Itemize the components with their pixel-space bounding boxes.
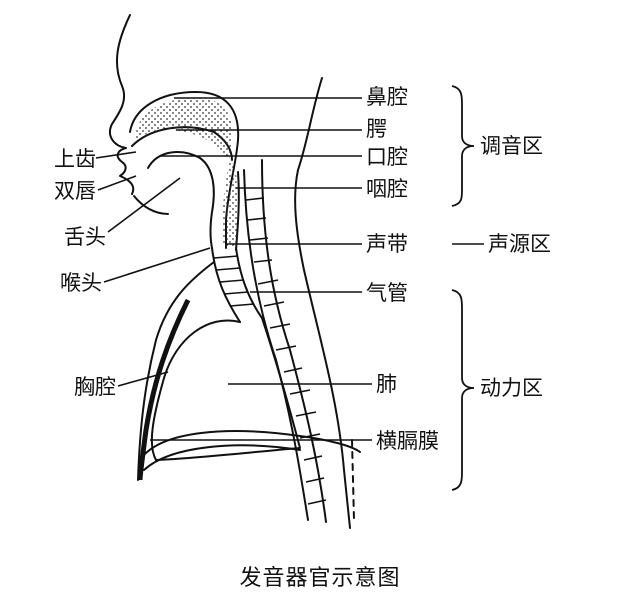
label-oral-cavity: 口腔	[366, 145, 408, 169]
lung-outline	[150, 317, 301, 461]
spine-back	[261, 159, 327, 523]
label-larynx: 喉头	[60, 271, 102, 295]
diagram-caption: 发音器官示意图	[239, 566, 401, 591]
back-dashed	[351, 439, 355, 521]
spine-front	[243, 169, 309, 521]
label-nasal-cavity: 鼻腔	[366, 85, 408, 109]
leader-larynx	[103, 247, 211, 283]
leader-lips	[97, 175, 137, 191]
label-lung: 肺	[376, 372, 397, 396]
label-vocal-cords: 声带	[366, 232, 408, 256]
neck-back	[294, 77, 351, 529]
group-sound-source: 声源区	[488, 232, 551, 256]
trachea-back	[235, 247, 263, 319]
bracket-power	[451, 289, 475, 491]
label-tongue-tip: 舌头	[64, 225, 106, 249]
diaphragm-lower	[143, 444, 301, 471]
bracket-articulation	[451, 85, 475, 207]
label-upper-teeth: 上齿	[54, 147, 96, 171]
label-thorax: 胸腔	[74, 375, 116, 399]
leader-thorax	[117, 371, 169, 387]
group-articulation: 调音区	[480, 134, 543, 158]
face-profile	[108, 14, 135, 195]
diaphragm-outline	[139, 430, 361, 461]
label-lips: 双唇	[54, 179, 96, 203]
chest-wall-thick	[137, 298, 191, 481]
jaw-outline	[133, 195, 169, 215]
leader-tongue	[107, 177, 181, 233]
chest-wall	[137, 261, 215, 481]
group-power: 动力区	[480, 376, 543, 400]
trachea-front	[211, 247, 241, 323]
label-pharynx: 咽腔	[366, 177, 408, 201]
label-trachea: 气管	[366, 281, 408, 305]
nasal-cavity-dots	[136, 98, 238, 246]
label-palate: 腭	[366, 117, 387, 141]
leader-teeth	[95, 151, 137, 159]
tongue-outline	[147, 151, 215, 249]
label-diaphragm: 横膈膜	[376, 429, 439, 453]
